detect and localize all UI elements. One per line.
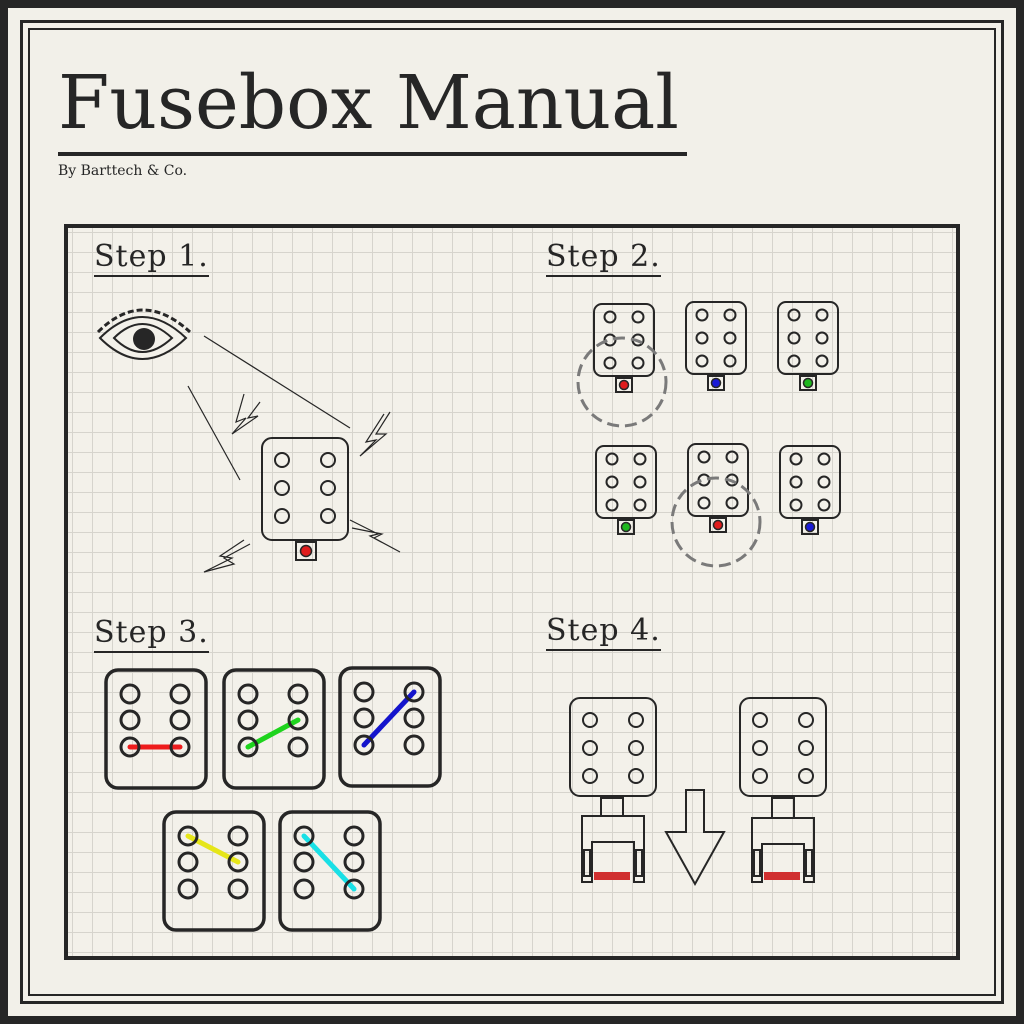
fuse-before-insert-icon (569, 697, 657, 883)
wiring-diagram-red (104, 668, 208, 790)
spark-icon (349, 519, 401, 553)
manual-byline: By Barttech & Co. (58, 163, 188, 179)
fuse-green-light-icon (777, 301, 839, 391)
fuse-icon (261, 437, 349, 561)
spark-icon (203, 539, 251, 573)
step-3-illustration (104, 666, 442, 932)
wiring-diagram-yellow (162, 810, 266, 932)
spark-icon (359, 411, 391, 457)
eye-icon (96, 308, 192, 360)
wiring-diagram-cyan (278, 810, 382, 932)
highlight-circle (576, 336, 668, 428)
title-underline (58, 152, 687, 156)
outer-border (20, 20, 1004, 1004)
step-4-illustration (569, 697, 827, 887)
step-2-illustration (576, 301, 841, 568)
fuse-red-light-icon (687, 443, 749, 533)
fuse-green-light-icon (595, 445, 657, 535)
manual-title: Fusebox Manual (58, 60, 679, 146)
wiring-diagram-green (222, 668, 326, 790)
highlight-circle (670, 476, 762, 568)
fuse-blue-light-icon (685, 301, 747, 391)
instruction-illustrations (96, 301, 841, 932)
step-1-illustration (96, 308, 401, 573)
wiring-diagram-blue (338, 666, 442, 788)
wire-cyan (301, 833, 357, 892)
fuse-blue-light-icon (779, 445, 841, 535)
step-1-label: Step 1. (94, 239, 209, 277)
fuse-after-insert-icon (739, 697, 827, 883)
spark-icon (231, 393, 261, 435)
sight-line (187, 385, 241, 481)
push-down-arrow-icon (664, 789, 726, 887)
sight-line (203, 335, 351, 429)
instruction-panel: Step 1. Step 2. Step 3. Step 4. (64, 224, 960, 960)
wire-blue (361, 689, 417, 748)
step-2-label: Step 2. (546, 239, 661, 277)
step-4-label: Step 4. (546, 613, 661, 651)
inner-border (28, 28, 996, 996)
fuse-red-light-icon (593, 303, 655, 393)
step-3-label: Step 3. (94, 615, 209, 653)
